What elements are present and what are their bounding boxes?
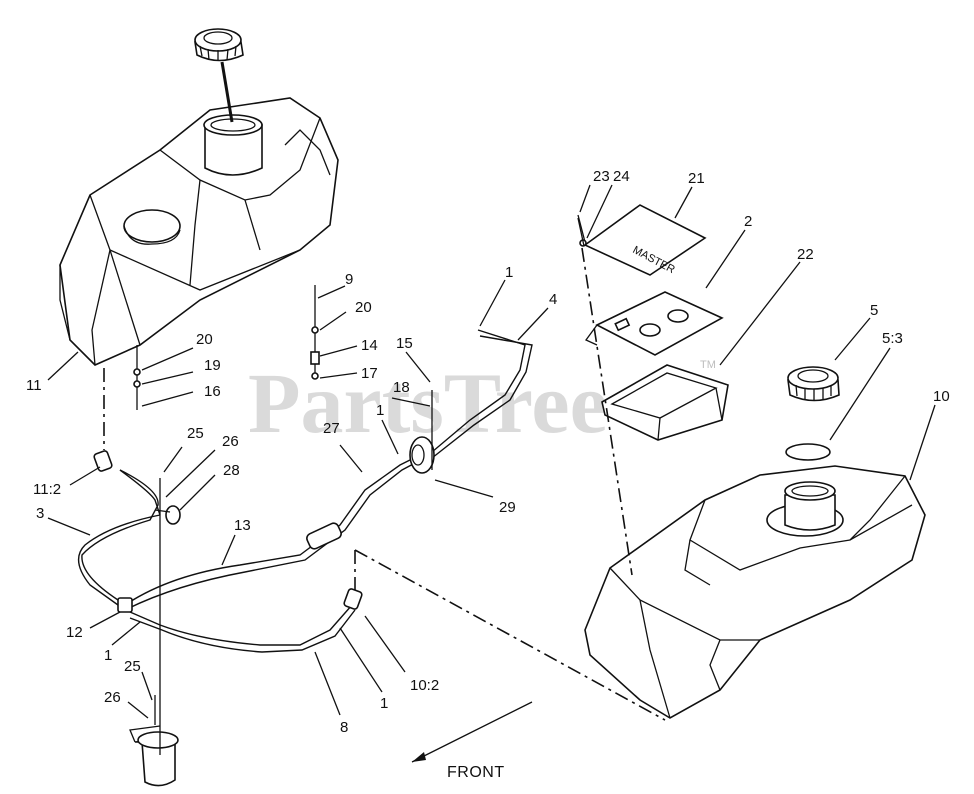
- callout-20a: 20: [355, 299, 372, 316]
- washer-20a: [311, 326, 319, 334]
- align-line-10: [354, 549, 666, 721]
- callout-26a: 26: [222, 433, 239, 450]
- callout-24: 24: [613, 168, 630, 185]
- watermark-tm: TM: [700, 359, 716, 371]
- watermark: PartsTree: [248, 355, 608, 451]
- front-arrow: [411, 701, 533, 763]
- callout-14: 14: [361, 337, 378, 354]
- cap-tether-left: [220, 61, 234, 123]
- callout-28: 28: [223, 462, 240, 479]
- callout-5: 5: [870, 302, 878, 319]
- callout-1b: 1: [376, 402, 384, 419]
- callout-10: 10: [933, 388, 950, 405]
- callout-1c: 1: [104, 647, 112, 664]
- shutoff-valve-29: [409, 390, 435, 474]
- callout-16: 16: [204, 383, 221, 400]
- callout-1d: 1: [380, 695, 388, 712]
- screw-23: [577, 214, 586, 243]
- callout-9: 9: [345, 271, 353, 288]
- callout-15: 15: [396, 335, 413, 352]
- bracket-28: [154, 505, 181, 525]
- cap-gasket: [785, 443, 831, 461]
- callout-19: 19: [204, 357, 221, 374]
- nut-14: [310, 351, 320, 365]
- callout-4: 4: [549, 291, 557, 308]
- nut-17: [311, 372, 319, 380]
- callout-21: 21: [688, 170, 705, 187]
- mounting-plate-2: [585, 291, 724, 356]
- callout-18: 18: [393, 379, 410, 396]
- callout-8: 8: [340, 719, 348, 736]
- clamp-fuel-pump: [129, 725, 179, 787]
- callout-25a: 25: [187, 425, 204, 442]
- callout-17: 17: [361, 365, 378, 382]
- callout-12: 12: [66, 624, 83, 641]
- storage-tray-22: [601, 364, 729, 441]
- callout-29: 29: [499, 499, 516, 516]
- callout-13: 13: [234, 517, 251, 534]
- left-fuel-cap: [194, 28, 244, 62]
- washer-19: [133, 380, 141, 388]
- callout-23: 23: [593, 168, 610, 185]
- screw-decal: [577, 217, 585, 247]
- callout-3: 3: [36, 505, 44, 522]
- right-fuel-cap: [787, 366, 840, 402]
- callout-5-3: 5:3: [882, 330, 903, 347]
- callout-11: 11: [26, 377, 42, 394]
- callout-1a: 1: [505, 264, 513, 281]
- right-fuel-tank: [584, 465, 926, 719]
- decal-21: MASTER: [583, 204, 707, 276]
- fitting-11-2: [93, 450, 113, 472]
- align-line-decal: [581, 247, 633, 576]
- front-label: FRONT: [447, 764, 505, 781]
- left-fuel-tank: [59, 97, 339, 366]
- callout-20b: 20: [196, 331, 213, 348]
- callout-26b: 26: [104, 689, 121, 706]
- washer-20b: [133, 368, 141, 376]
- fuel-filter-13: [306, 522, 342, 550]
- callout-2: 2: [744, 213, 752, 230]
- callout-11-2: 11:2: [33, 481, 61, 498]
- leader-lines: [47, 184, 936, 719]
- fuel-fitting-12: [117, 597, 133, 613]
- callout-25b: 25: [124, 658, 141, 675]
- callout-10-2: 10:2: [410, 677, 439, 694]
- fitting-10-2: [343, 588, 363, 610]
- callout-22: 22: [797, 246, 814, 263]
- callout-27: 27: [323, 420, 340, 437]
